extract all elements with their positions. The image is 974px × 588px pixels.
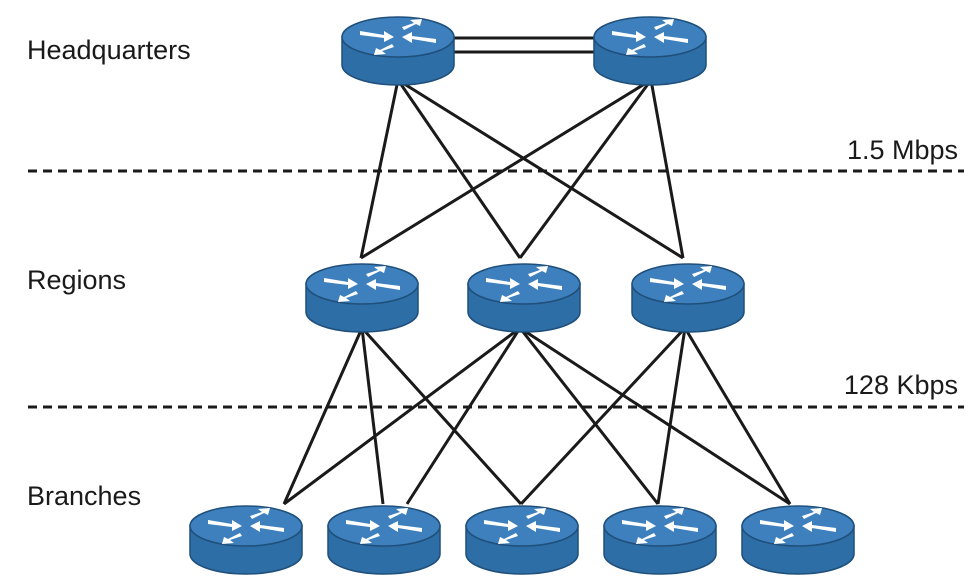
router-icon bbox=[465, 505, 579, 575]
tier-label-branches: Branches bbox=[27, 481, 142, 511]
region-to-branch-links bbox=[282, 326, 792, 506]
router-icon bbox=[603, 505, 717, 575]
router-icon bbox=[341, 16, 455, 86]
router-icon bbox=[305, 263, 419, 333]
link-speed-region-branch: 128 Kbps bbox=[843, 370, 958, 400]
tier-label-headquarters: Headquarters bbox=[27, 35, 191, 65]
router-icon bbox=[189, 505, 303, 575]
link-speed-hq-region: 1.5 Mbps bbox=[846, 135, 958, 165]
router-icon bbox=[741, 505, 855, 575]
router-icon bbox=[593, 16, 707, 86]
tier-label-regions: Regions bbox=[27, 265, 127, 295]
router-icon bbox=[631, 263, 745, 333]
hq-interconnect bbox=[453, 36, 595, 54]
hq-to-region-links bbox=[359, 78, 685, 260]
router-icon bbox=[467, 263, 581, 333]
router-icon bbox=[327, 505, 441, 575]
